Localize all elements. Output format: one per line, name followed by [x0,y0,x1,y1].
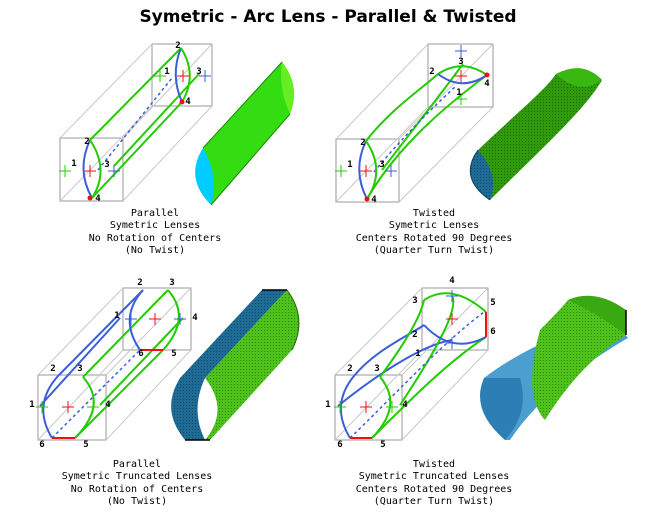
back-label-6: 6 [138,349,143,359]
panel-twisted-truncated: 2 3 1 4 5 6 4 3 2 1 5 6 [325,276,628,450]
back-lens-box [421,287,489,351]
front-label-5: 5 [83,440,88,450]
panel-parallel-truncated: 2 3 1 4 5 6 2 3 1 4 5 6 [29,278,300,450]
panel-parallel-symmetric: 2 1 3 4 2 1 3 4 [59,41,295,206]
caption-line: (Quarter Turn Twist) [374,496,494,507]
back-label-4: 4 [192,313,198,323]
caption-line: Parallel [113,459,161,470]
back-lens-box [151,43,213,107]
caption-line: Symetric Truncated Lenses [359,471,510,482]
front-label-2: 2 [347,364,352,374]
front-label-6: 6 [39,440,44,450]
caption-line: Parallel [131,208,179,219]
back-label-2: 2 [137,278,142,288]
caption-line: Centers Rotated 90 Degrees [356,233,513,244]
back-label-4: 4 [185,97,191,107]
back-label-1: 1 [415,349,420,359]
caption-line: Symetric Lenses [110,220,200,231]
caption-line: Symetric Truncated Lenses [62,471,213,482]
caption-panel-1: Parallel Symetric Lenses No Rotation of … [89,208,221,256]
solid-twisted-lens [469,68,602,201]
front-label-4: 4 [371,195,377,205]
front-label-3: 3 [379,160,384,170]
back-label-2: 2 [175,41,180,51]
back-label-3: 3 [458,57,463,67]
caption-line: (Quarter Turn Twist) [374,245,494,256]
solid-parallel-lens [195,61,295,206]
caption-line: No Rotation of Centers [89,233,221,244]
back-label-1: 1 [456,88,461,98]
caption-panel-4: Twisted Symetric Truncated Lenses Center… [356,459,513,507]
back-label-2: 2 [429,67,434,77]
back-label-4: 4 [484,79,490,89]
caption-panel-3: Parallel Symetric Truncated Lenses No Ro… [62,459,213,507]
front-label-3: 3 [77,364,82,374]
front-label-2: 2 [84,137,89,147]
back-label-3: 3 [412,296,417,306]
front-lens-right-arc [89,139,102,199]
front-label-6: 6 [337,440,342,450]
caption-line: Twisted [413,459,455,470]
front-label-2: 2 [360,138,365,148]
back-label-6: 6 [490,327,495,337]
caption-line: Centers Rotated 90 Degrees [356,484,513,495]
front-label-3: 3 [374,364,379,374]
back-label-1: 1 [164,67,169,77]
caption-line: Symetric Lenses [389,220,479,231]
back-label-5: 5 [171,349,176,359]
caption-line: No Rotation of Centers [71,484,203,495]
caption-line: (No Twist) [125,245,185,256]
front-label-5: 5 [380,440,385,450]
panel-twisted-symmetric: 2 1 3 4 2 3 1 4 [335,43,602,205]
front-label-1: 1 [325,400,330,410]
caption-line: (No Twist) [107,496,167,507]
caption-panel-2: Twisted Symetric Lenses Centers Rotated … [356,208,513,256]
back-label-3: 3 [196,67,201,77]
front-label-4: 4 [95,194,101,204]
front-label-3: 3 [104,160,109,170]
back-label-2: 2 [412,330,417,340]
caption-line: Twisted [413,208,455,219]
back-label-4: 4 [449,276,455,286]
back-label-1: 1 [114,311,119,321]
front-label-1: 1 [71,159,76,169]
front-label-1: 1 [347,160,352,170]
front-label-1: 1 [29,400,34,410]
back-lens-box [427,43,494,108]
page-title: Symetric - Arc Lens - Parallel & Twisted [139,7,516,27]
front-lens-left-arc [82,139,93,199]
front-label-4: 4 [105,400,111,410]
front-label-2: 2 [50,364,55,374]
solid-parallel-truncated-lens [171,289,300,441]
back-label-3: 3 [169,278,174,288]
solid-twisted-truncated-lens [480,295,628,440]
front-label-4: 4 [402,400,408,410]
back-label-5: 5 [490,298,495,308]
